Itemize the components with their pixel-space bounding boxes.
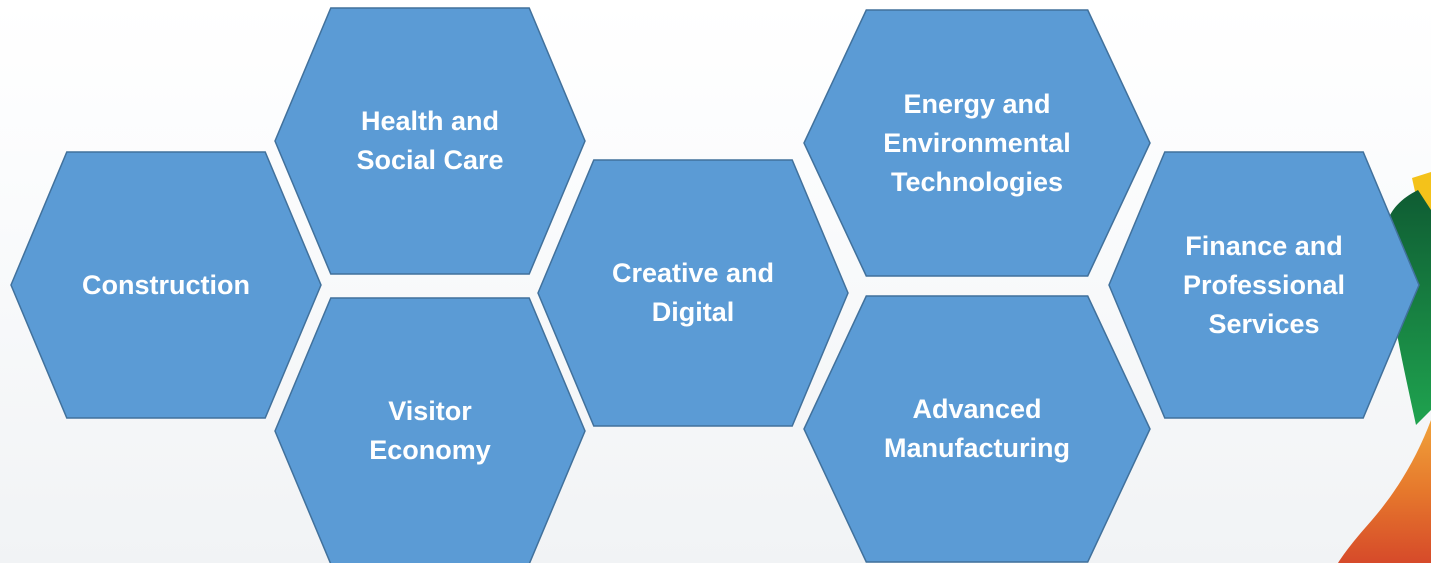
hexagon-energy-environmental <box>803 9 1151 277</box>
hexagon-advanced-manufacturing <box>803 295 1151 563</box>
hexagon-finance-professional <box>1108 151 1420 419</box>
hexagon-health-social-care <box>274 7 586 275</box>
hexagon-visitor-economy <box>274 297 586 565</box>
hexagon-creative-digital <box>537 159 849 427</box>
ribbon-orange-segment <box>1338 420 1431 563</box>
hexagon-construction <box>10 151 322 419</box>
